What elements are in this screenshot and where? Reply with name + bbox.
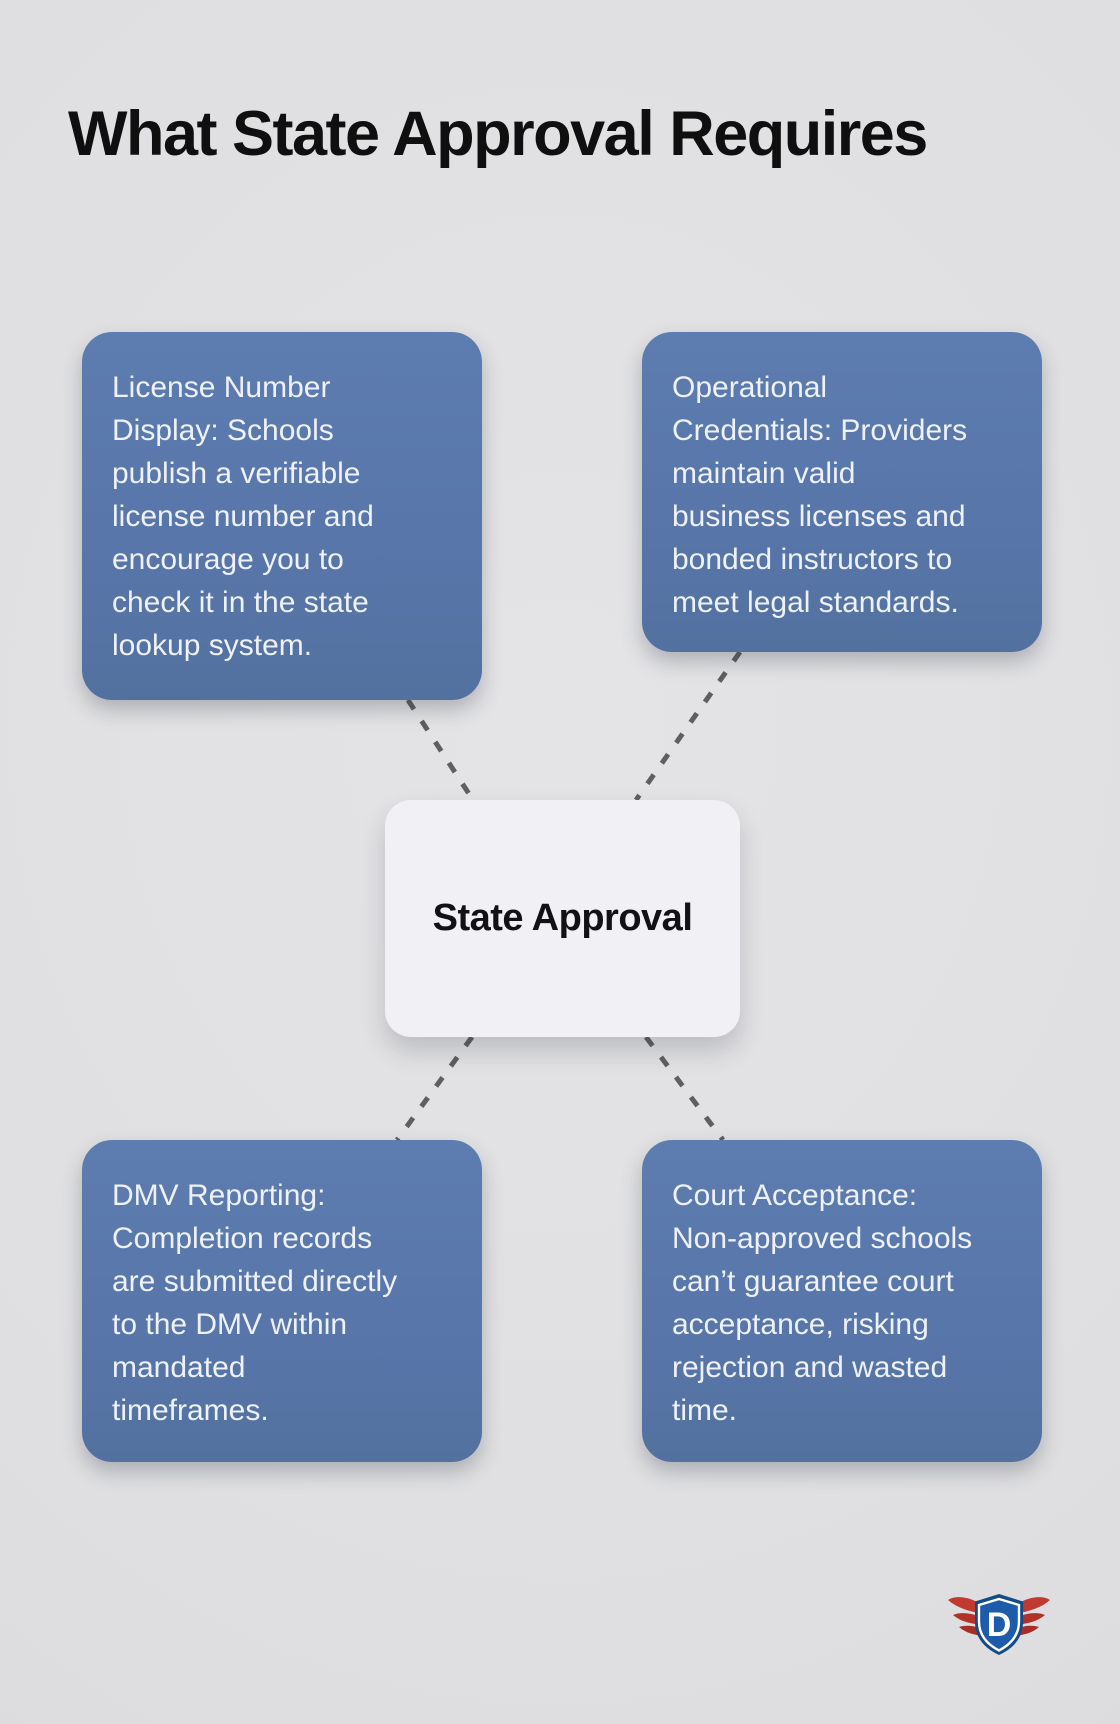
connector-top-left	[405, 698, 476, 802]
logo-shield-inner	[977, 1597, 1021, 1652]
info-card-text: License Number Display: Schools publish …	[112, 371, 374, 662]
info-card-operational-credentials: Operational Credentials: Providers maint…	[642, 332, 1042, 652]
info-card-text: Court Acceptance: Non-approved schools c…	[672, 1179, 973, 1427]
info-card-license-number-display: License Number Display: Schools publish …	[82, 332, 482, 700]
connector-bottom-left	[394, 1035, 475, 1142]
center-node-state-approval: State Approval	[385, 800, 740, 1037]
page-title: What State Approval Requires	[68, 99, 928, 169]
info-card-dmv-reporting: DMV Reporting: Completion records are su…	[82, 1140, 482, 1462]
logo-letter: D	[987, 1606, 1012, 1644]
info-card-text: DMV Reporting: Completion records are su…	[112, 1179, 398, 1427]
center-node-label: State Approval	[432, 897, 693, 939]
info-card-court-acceptance: Court Acceptance: Non-approved schools c…	[642, 1140, 1042, 1462]
shield-wings-logo-icon: D	[948, 1594, 1050, 1655]
info-card-text: Operational Credentials: Providers maint…	[672, 371, 968, 619]
connector-bottom-right	[643, 1035, 726, 1142]
connector-top-right	[633, 650, 743, 802]
